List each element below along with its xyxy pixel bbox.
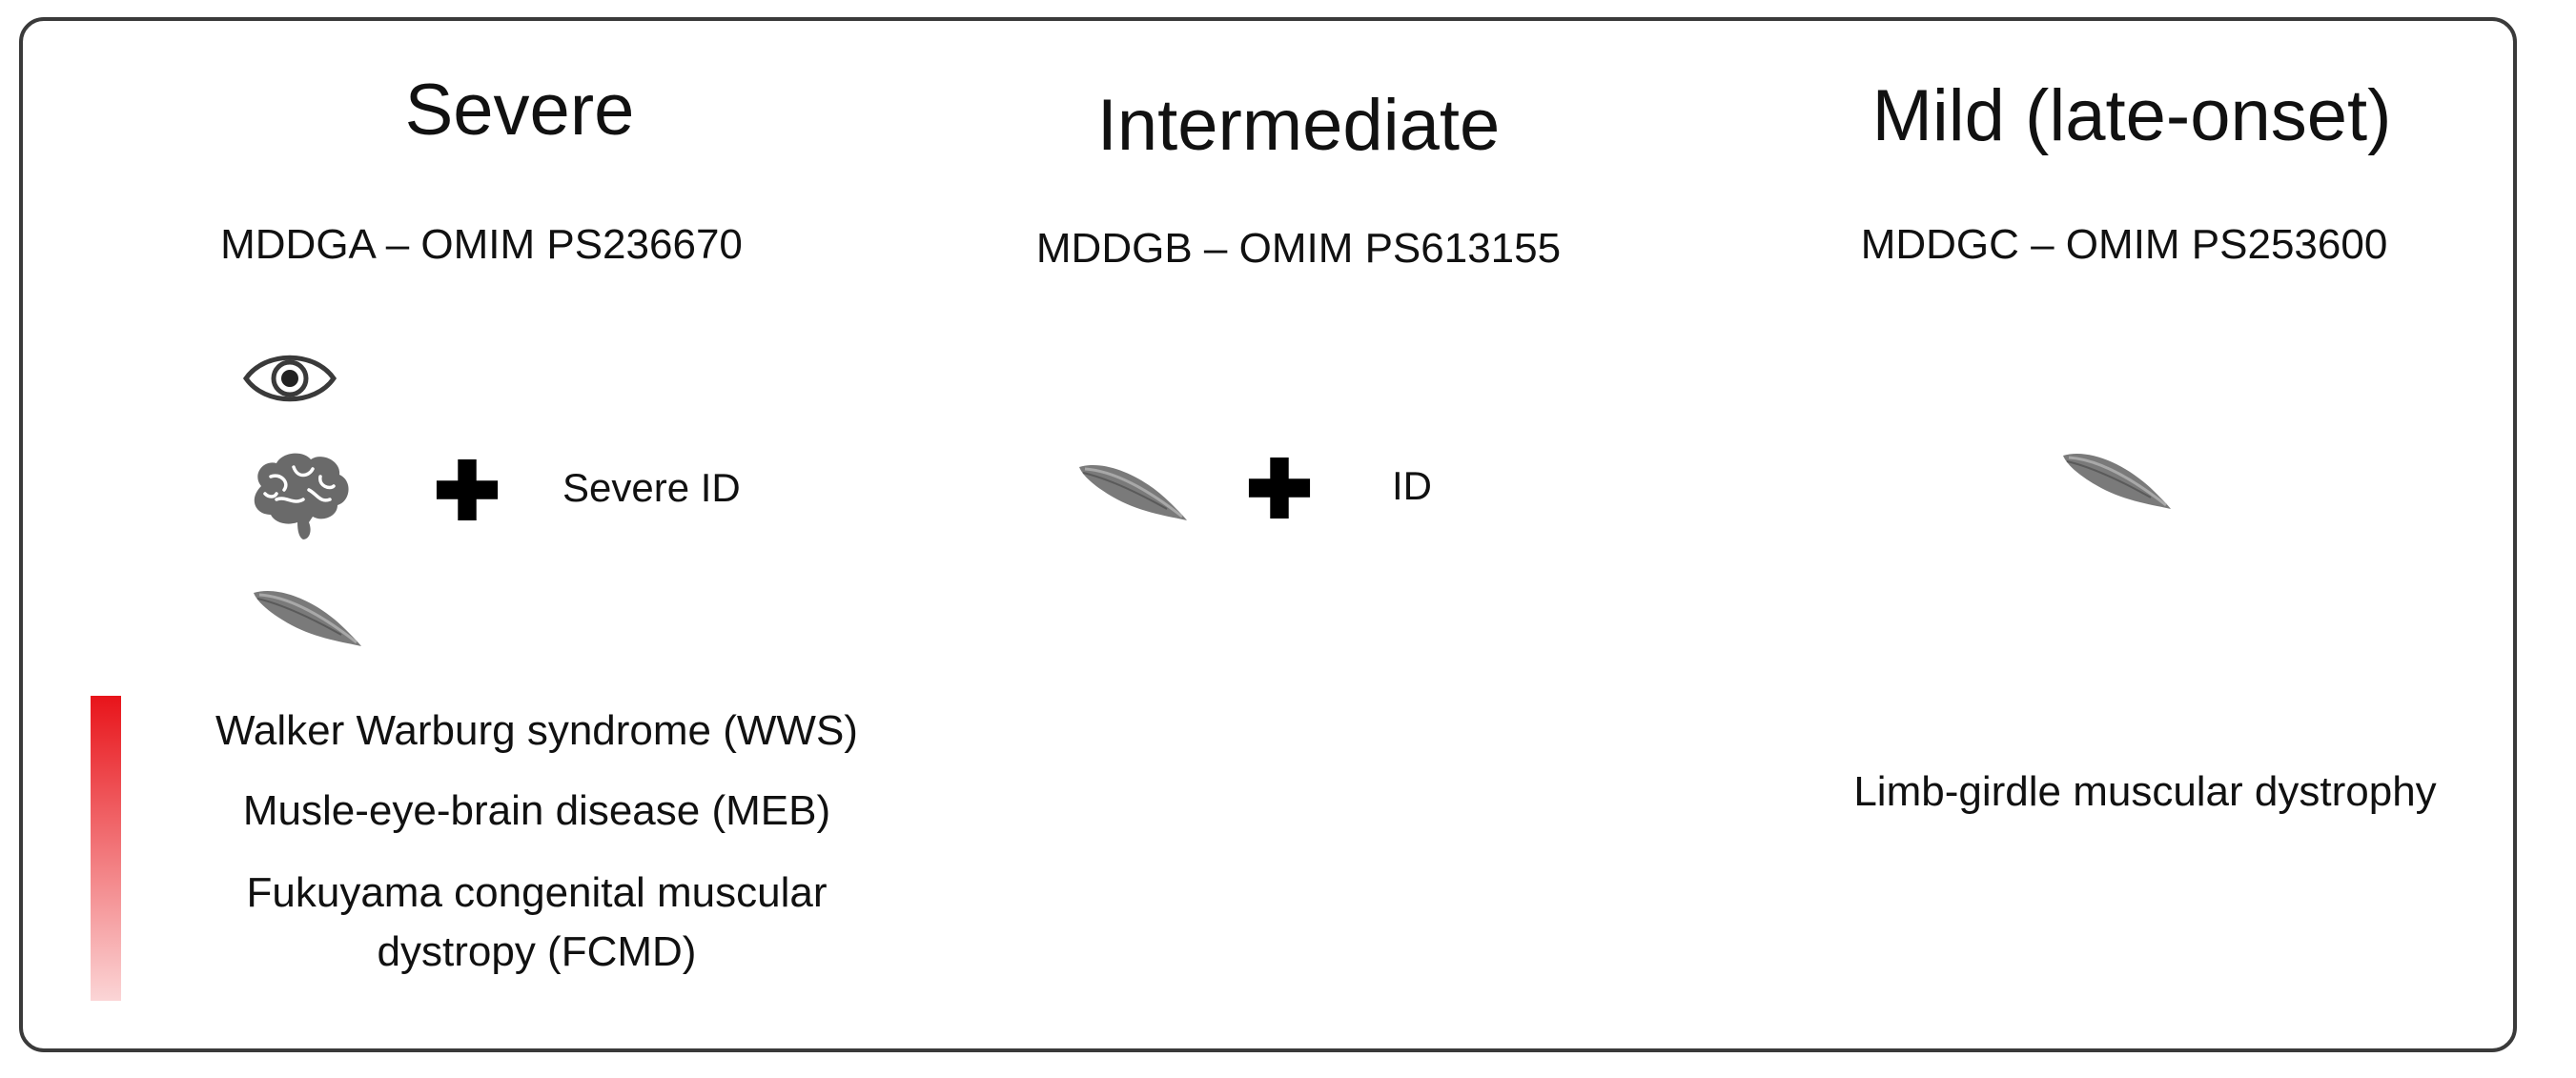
severity-gradient-bar bbox=[91, 696, 121, 1001]
intermediate-omim: MDDGB – OMIM PS613155 bbox=[1035, 225, 1562, 272]
disease-wws: Walker Warburg syndrome (WWS) bbox=[215, 707, 858, 754]
severe-plus-label: Severe ID bbox=[562, 465, 741, 510]
mild-omim: MDDGC – OMIM PS253600 bbox=[1860, 221, 2388, 268]
muscle-icon bbox=[250, 583, 364, 650]
severe-omim: MDDGA – OMIM PS236670 bbox=[220, 221, 743, 268]
intermediate-title: Intermediate bbox=[1096, 85, 1501, 166]
disease-fcmd-line2: dystropy (FCMD) bbox=[377, 928, 697, 975]
plus-icon bbox=[1247, 456, 1312, 520]
disease-meb: Musle-eye-brain disease (MEB) bbox=[242, 787, 831, 834]
disease-lgmd: Limb-girdle muscular dystrophy bbox=[1853, 768, 2437, 815]
intermediate-plus-label: ID bbox=[1392, 463, 1432, 508]
muscle-icon bbox=[1075, 458, 1190, 524]
eye-icon bbox=[242, 345, 337, 412]
severe-title: Severe bbox=[404, 70, 635, 151]
mild-title: Mild (late-onset) bbox=[1871, 75, 2392, 156]
brain-icon bbox=[242, 448, 357, 543]
disease-fcmd-line1: Fukuyama congenital muscular bbox=[246, 869, 828, 916]
muscle-icon bbox=[2059, 446, 2174, 513]
diagram-frame bbox=[19, 17, 2517, 1052]
plus-icon bbox=[435, 458, 500, 522]
